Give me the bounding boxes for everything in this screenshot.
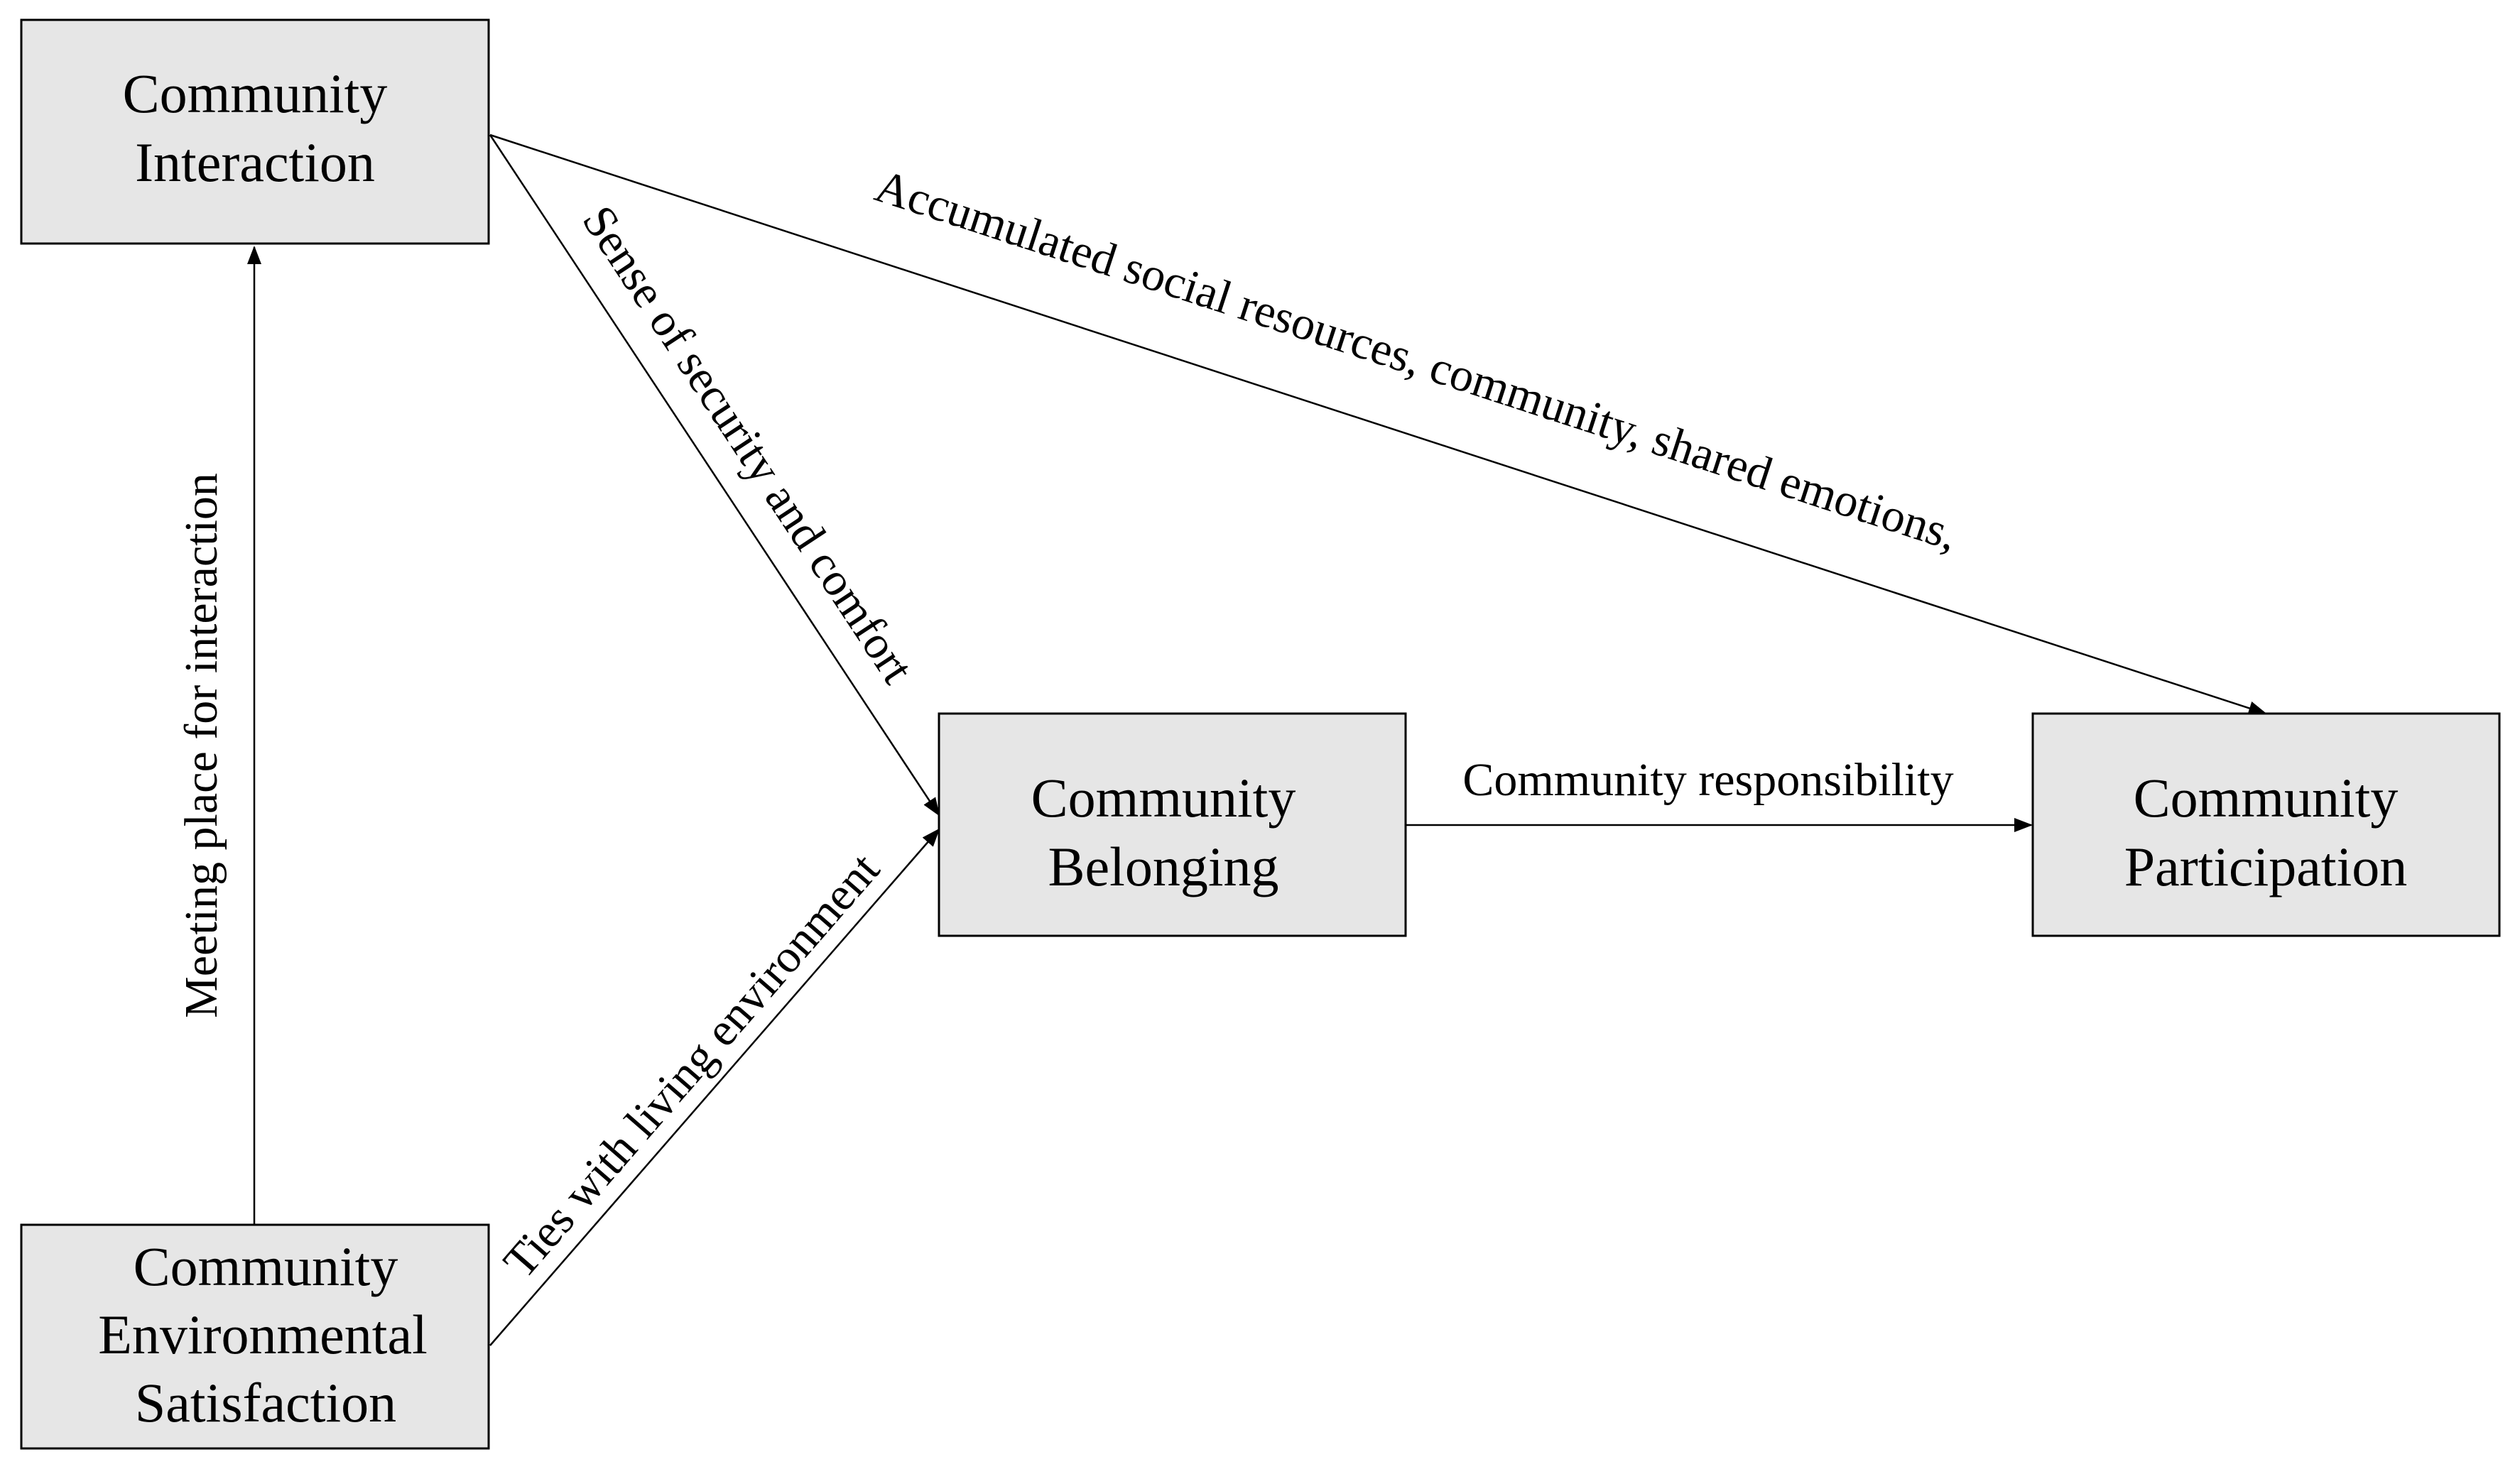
edge-interaction-to-belonging: Sense of security and comfort: [489, 134, 940, 817]
edge-label-community-responsibility: Community responsibility: [1462, 754, 1953, 806]
node-label-participation-line1: Community: [2134, 767, 2399, 829]
edge-label-security-comfort: Sense of security and comfort: [572, 197, 924, 692]
node-label-environmental-line2: Environmental: [98, 1304, 428, 1365]
edge-environmental-to-belonging: Ties with living environment: [489, 828, 940, 1346]
edge-environmental-to-interaction: Meeting place for interaction: [175, 246, 261, 1225]
node-label-belonging-line1: Community: [1031, 767, 1296, 829]
node-box-participation: [2031, 712, 2501, 937]
edge-belonging-to-participation: Community responsibility: [1406, 754, 2033, 832]
node-community-participation: Community Participation: [2031, 712, 2501, 937]
edge-label-social-resources: Accumulated social resources, community,…: [869, 160, 1965, 561]
node-label-participation-line2: Participation: [2124, 836, 2408, 897]
node-box-belonging: [938, 712, 1407, 937]
edge-line-interaction-to-belonging: [489, 134, 940, 817]
node-label-interaction-line1: Community: [123, 62, 388, 124]
node-label-environmental-line3: Satisfaction: [135, 1372, 396, 1434]
node-label-belonging-line2: Belonging: [1048, 836, 1279, 897]
node-community-interaction: Community Interaction: [20, 18, 490, 245]
node-box-interaction: [20, 18, 490, 245]
node-box-environmental: [20, 1223, 490, 1450]
edge-line-environmental-to-belonging: [489, 828, 940, 1346]
node-community-environmental-satisfaction: Community Environmental Satisfaction: [20, 1223, 490, 1450]
node-community-belonging: Community Belonging: [938, 712, 1407, 937]
edge-label-meeting-place: Meeting place for interaction: [175, 473, 227, 1018]
node-label-interaction-line2: Interaction: [135, 131, 375, 193]
edge-line-interaction-to-participation: [489, 133, 2267, 716]
edge-label-ties-environment: Ties with living environment: [494, 844, 889, 1288]
node-label-environmental-line1: Community: [134, 1235, 398, 1297]
